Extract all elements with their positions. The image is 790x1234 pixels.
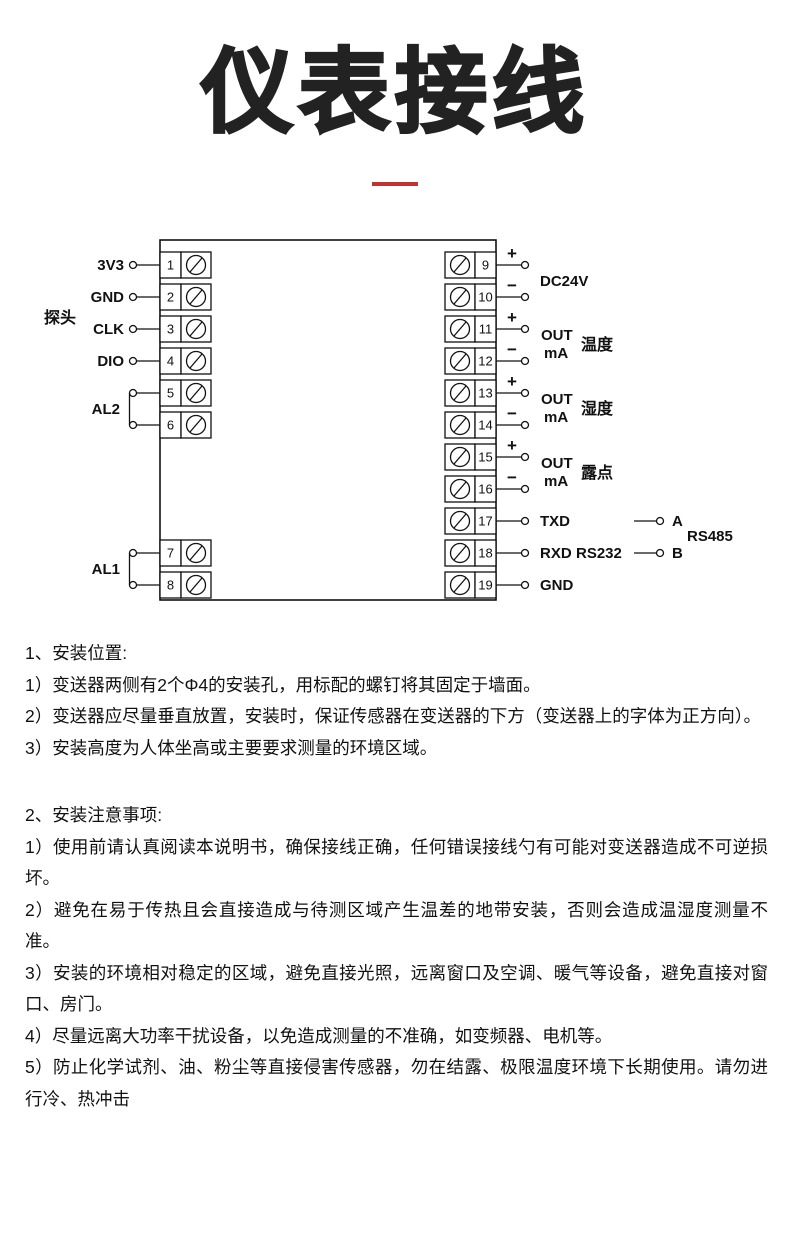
- out-humidity-wires: + − OUT mA 湿度: [496, 372, 614, 430]
- terminal-number: 19: [478, 578, 492, 593]
- probe-wire-gnd: GND: [91, 289, 160, 306]
- title-underline-accent: [372, 182, 418, 186]
- terminal-number: 10: [478, 290, 492, 305]
- minus-sign: −: [507, 468, 517, 487]
- terminal-2: 2: [159, 283, 212, 311]
- probe-wire-dio: DIO: [97, 353, 160, 370]
- rs485-wires: A B RS485: [634, 513, 733, 562]
- terminal-number: 13: [478, 386, 492, 401]
- terminal-9: 9: [444, 251, 497, 279]
- terminal-7: 7: [159, 539, 212, 567]
- label-dc24v: DC24V: [540, 273, 588, 290]
- label-out: OUT: [541, 455, 573, 472]
- al2-wires: AL2: [92, 388, 160, 430]
- terminal-number: 1: [167, 258, 174, 273]
- probe-wire-clk: CLK: [93, 321, 160, 338]
- section-item: 3）安装高度为人体坐高或主要要求测量的环境区域。: [25, 737, 438, 758]
- terminal-8: 8: [159, 571, 212, 599]
- label-gnd-right: GND: [540, 577, 574, 594]
- terminal-number: 2: [167, 290, 174, 305]
- terminal-number: 16: [478, 482, 492, 497]
- label-rxd: RXD: [540, 545, 572, 562]
- terminal-number: 14: [478, 418, 492, 433]
- terminal-3: 3: [159, 315, 212, 343]
- label-ma: mA: [544, 473, 568, 490]
- label-3v3: 3V3: [97, 257, 124, 274]
- plus-sign: +: [507, 244, 517, 263]
- section-install-notes: 2、安装注意事项: 1）使用前请认真阅读本说明书，确保接线正确，任何错误接线勺有…: [25, 800, 768, 1115]
- terminal-13: 13: [444, 379, 497, 407]
- terminal-17: 17: [444, 507, 497, 535]
- terminal-number: 15: [478, 450, 492, 465]
- terminal-6: 6: [159, 411, 212, 439]
- terminal-4: 4: [159, 347, 212, 375]
- terminal-12: 12: [444, 347, 497, 375]
- terminal-number: 5: [167, 386, 174, 401]
- terminal-10: 10: [444, 283, 497, 311]
- label-out: OUT: [541, 327, 573, 344]
- terminal-16: 16: [444, 475, 497, 503]
- label-rs485-b: B: [672, 545, 683, 562]
- terminal-number: 11: [479, 322, 493, 337]
- terminal-11: 11: [444, 315, 497, 343]
- terminal-number: 4: [167, 354, 174, 369]
- terminal-number: 6: [167, 418, 174, 433]
- plus-sign: +: [507, 436, 517, 455]
- section-item: 1）变送器两侧有2个Φ4的安装孔，用标配的螺钉将其固定于墙面。: [25, 674, 541, 695]
- label-ma: mA: [544, 409, 568, 426]
- probe-group-label: 探头: [44, 308, 76, 327]
- probe-wire-3v3: 3V3: [97, 257, 160, 274]
- terminal-number: 9: [482, 258, 489, 273]
- section-item: 2）避免在易于传热且会直接造成与待测区域产生温差的地带安装，否则会造成温湿度测量…: [25, 899, 768, 952]
- label-al2: AL2: [92, 401, 120, 418]
- label-txd: TXD: [540, 513, 570, 530]
- instructions: 1、安装位置: 1）变送器两侧有2个Φ4的安装孔，用标配的螺钉将其固定于墙面。 …: [25, 638, 768, 1115]
- terminal-number: 17: [478, 514, 492, 529]
- label-al1: AL1: [92, 561, 120, 578]
- section-heading: 2、安装注意事项:: [25, 805, 163, 825]
- label-out: OUT: [541, 391, 573, 408]
- terminal-19: 19: [444, 571, 497, 599]
- label-dewpoint: 露点: [581, 463, 613, 482]
- page-title: 仪表接线: [200, 41, 589, 145]
- section-item: 5）防止化学试剂、油、粉尘等直接侵害传感器，勿在结露、极限温度环境下长期使用。请…: [25, 1057, 768, 1109]
- label-rs485-a: A: [672, 513, 683, 530]
- out-temp-wires: + − OUT mA 温度: [496, 308, 614, 366]
- section-install-location: 1、安装位置: 1）变送器两侧有2个Φ4的安装孔，用标配的螺钉将其固定于墙面。 …: [25, 638, 768, 764]
- label-rs485: RS485: [687, 528, 733, 545]
- label-gnd: GND: [91, 289, 125, 306]
- label-temperature: 温度: [580, 335, 614, 354]
- section-item: 1）使用前请认真阅读本说明书，确保接线正确，任何错误接线勺有可能对变送器造成不可…: [25, 836, 768, 889]
- section-item: 2）变送器应尽量垂直放置，安装时，保证传感器在变送器的下方（变送器上的字体为正方…: [25, 706, 761, 726]
- label-dio: DIO: [97, 353, 124, 370]
- terminal-15: 15: [444, 443, 497, 471]
- terminal-18: 18: [444, 539, 497, 567]
- plus-sign: +: [507, 372, 517, 391]
- label-clk: CLK: [93, 321, 124, 338]
- terminal-number: 12: [478, 354, 492, 369]
- terminal-1: 1: [159, 251, 212, 279]
- terminal-number: 3: [167, 322, 174, 337]
- terminal-5: 5: [159, 379, 212, 407]
- section-heading: 1、安装位置:: [25, 643, 128, 663]
- out-dewpoint-wires: + − OUT mA 露点: [496, 436, 613, 494]
- terminal-number: 18: [478, 546, 492, 561]
- minus-sign: −: [507, 404, 517, 423]
- label-ma: mA: [544, 345, 568, 362]
- minus-sign: −: [507, 276, 517, 295]
- label-humidity: 湿度: [580, 399, 614, 418]
- section-item: 4）尽量远离大功率干扰设备，以免造成测量的不准确，如变频器、电机等。: [25, 1025, 613, 1046]
- section-item: 3）安装的环境相对稳定的区域，避免直接光照，远离窗口及空调、暖气等设备，避免直接…: [25, 962, 768, 1015]
- wiring-diagram: 1 2 3 4 5 6 7 8: [44, 239, 733, 601]
- label-rs232: RS232: [576, 545, 622, 562]
- serial-wires: TXD RXD RS232 GND: [496, 513, 622, 594]
- terminal-number: 7: [167, 546, 174, 561]
- terminal-number: 8: [167, 578, 174, 593]
- plus-sign: +: [507, 308, 517, 327]
- minus-sign: −: [507, 340, 517, 359]
- terminal-14: 14: [444, 411, 497, 439]
- dc24v-wires: + − DC24V: [496, 244, 588, 302]
- al1-wires: AL1: [92, 548, 160, 590]
